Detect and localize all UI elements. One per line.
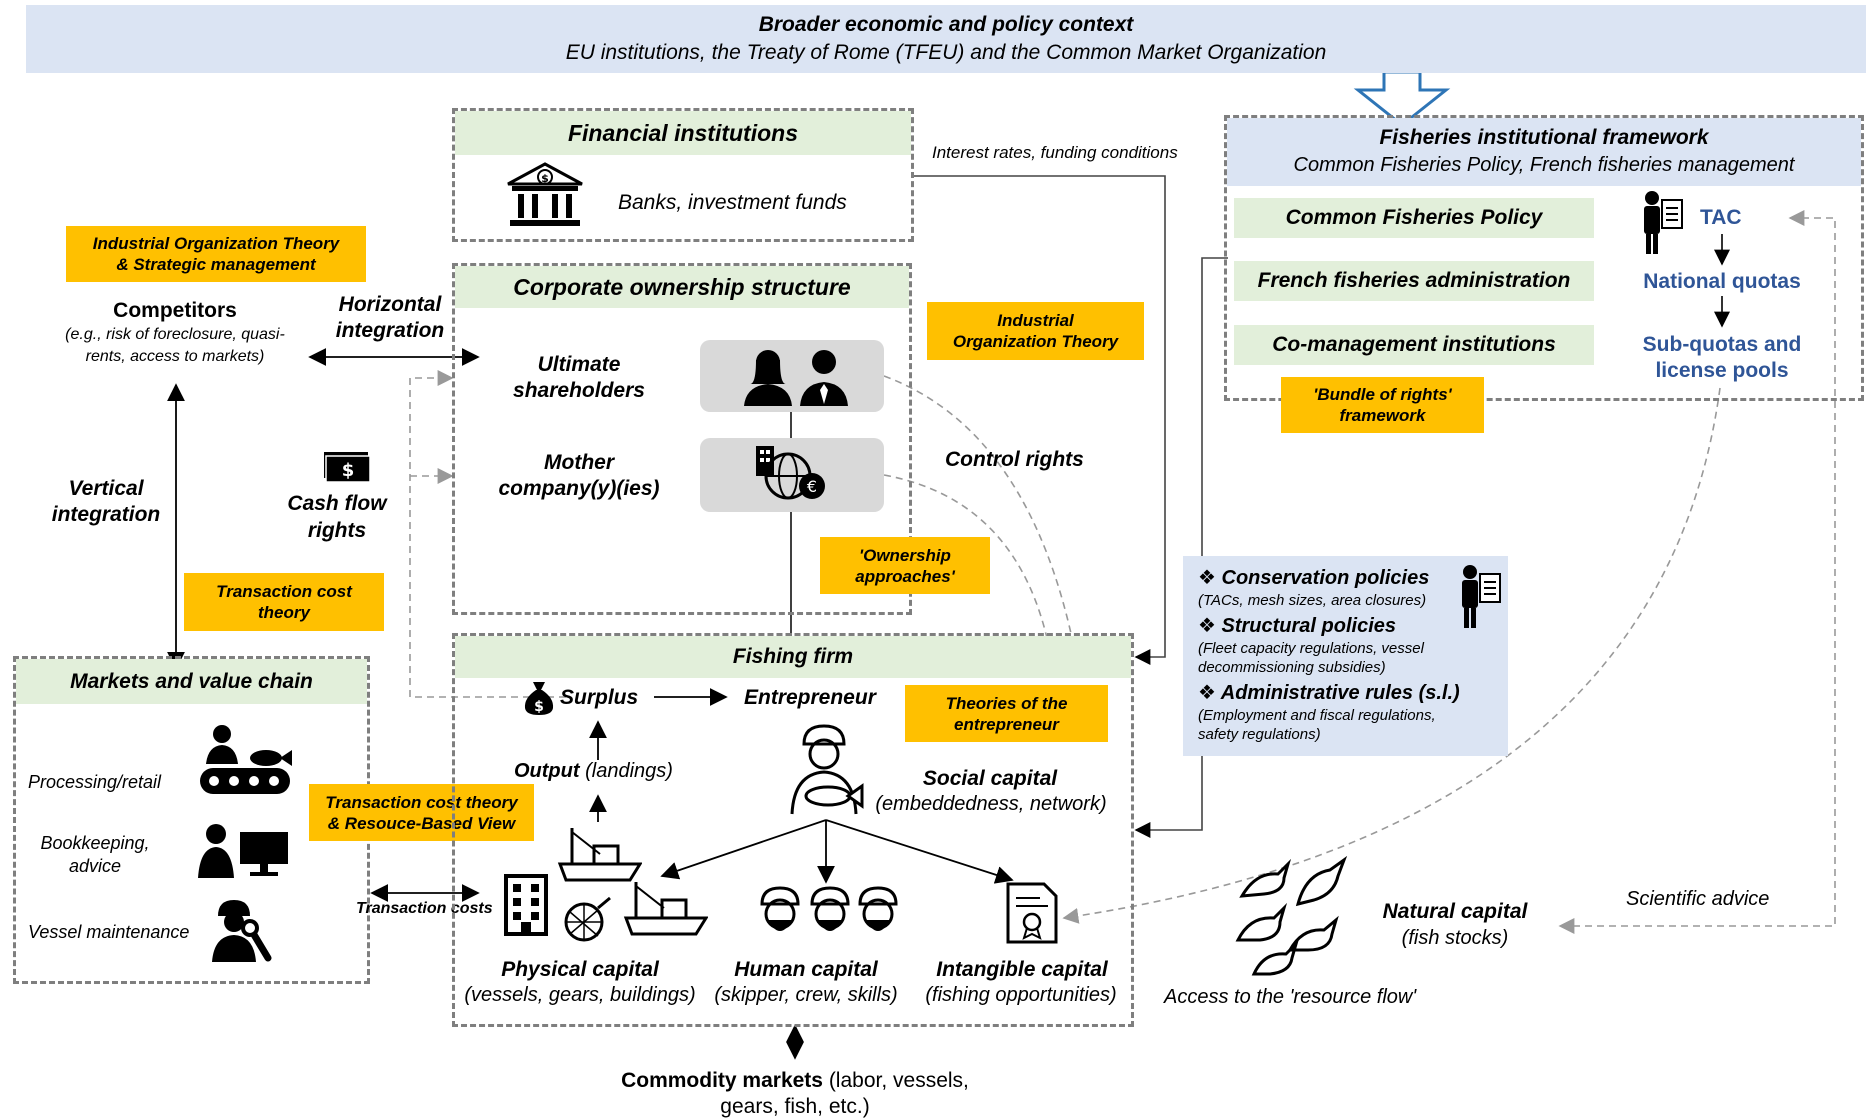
scientific-advice-dashed [1558, 210, 1836, 934]
tct-rbv-badge: Transaction cost theory& Resouce-Based V… [309, 784, 534, 841]
processing-icon [200, 725, 292, 794]
cash-icon: $ [324, 452, 371, 483]
bookkeeping-icon [198, 824, 288, 878]
control-rights-label: Control rights [945, 448, 1084, 471]
framework-item-cfp: Common Fisheries Policy [1234, 198, 1594, 238]
financial-title: Financial institutions [455, 111, 911, 155]
markets-title: Markets and value chain [16, 659, 367, 704]
conservation-policies: ❖ Conservation policies [1198, 567, 1430, 589]
financial-box [452, 108, 914, 242]
crew-icon [760, 886, 898, 931]
intangible-capital-desc: (fishing opportunities) [925, 984, 1117, 1006]
shareholders-icon [744, 350, 848, 406]
bookkeeping-label: Bookkeeping,advice [40, 833, 150, 876]
building-icon [504, 874, 548, 936]
fishing-net-icon [564, 896, 611, 942]
context-title: Broader economic and policy context [758, 13, 1134, 36]
financial-desc: Banks, investment funds [618, 191, 847, 214]
fishing-firm-box [452, 633, 1134, 1027]
maintenance-icon [212, 900, 272, 962]
access-resource-dashed [1062, 387, 1721, 924]
natural-capital-desc: (fish stocks) [1401, 927, 1509, 949]
conservation-desc: (TACs, mesh sizes, area closures) [1198, 592, 1427, 609]
cash-flow-dashed-1 [409, 370, 566, 698]
national-quotas-label: National quotas [1643, 270, 1801, 293]
framework-item-french-admin: French fisheries administration [1234, 261, 1594, 301]
shareholders-box [700, 340, 884, 412]
resource-flow-label: Access to the 'resource flow' [1164, 986, 1417, 1008]
fishing-firm-title: Fishing firm [455, 636, 1131, 678]
structural-policies: ❖ Structural policies [1198, 615, 1396, 637]
processing-label: Processing/retail [28, 772, 162, 792]
fisherman-icon [790, 724, 864, 815]
bundle-of-rights-badge: 'Bundle of rights'framework [1281, 377, 1484, 433]
svg-text:€: € [807, 477, 817, 496]
control-rights-dashed-1 [883, 375, 1080, 654]
surplus-label: Surplus [560, 686, 639, 709]
interest-rates-arrow [914, 175, 1166, 665]
administrative-rules: ❖ Administrative rules (s.l.) [1198, 682, 1460, 704]
natural-capital-label: Natural capital [1382, 900, 1528, 923]
entrepreneur-label: Entrepreneur [744, 686, 876, 709]
branch-intangible-arrow [825, 819, 1014, 884]
policies-box [1183, 556, 1508, 756]
policy-regulator-icon [1462, 565, 1501, 628]
svg-text:$: $ [534, 699, 544, 715]
tac-label: TAC [1700, 206, 1742, 229]
fish-stocks-icon [1235, 855, 1348, 976]
interest-rates-label: Interest rates, funding conditions [932, 143, 1178, 162]
ownership-box [452, 263, 912, 615]
physical-capital-desc: (vessels, gears, buildings) [464, 984, 696, 1006]
admin-desc: (Employment and fiscal regulations,safet… [1198, 707, 1436, 743]
maintenance-label: Vessel maintenance [28, 922, 190, 942]
money-bag-icon: $ [524, 682, 554, 715]
social-capital-label: Social capital [922, 767, 1058, 790]
intangible-capital-label: Intangible capital [936, 958, 1108, 981]
context-subtitle: EU institutions, the Treaty of Rome (TFE… [565, 41, 1327, 64]
context-band [26, 5, 1866, 73]
competitors-title: Competitors [113, 299, 237, 322]
ownership-title: Corporate ownership structure [455, 266, 909, 308]
human-capital-desc: (skipper, crew, skills) [714, 984, 898, 1006]
framework-to-firm-arrow [1134, 257, 1228, 838]
io-strategic-badge: Industrial Organization Theory& Strategi… [66, 226, 366, 282]
human-capital-label: Human capital [734, 958, 878, 981]
competitors-desc: (e.g., risk of foreclosure, quasi-rents,… [65, 326, 285, 365]
svg-text:$: $ [342, 460, 355, 481]
scientific-advice-label: Scientific advice [1626, 888, 1770, 910]
regulator-icon [1644, 191, 1683, 254]
framework-subtitle: Common Fisheries Policy, French fisherie… [1293, 154, 1795, 176]
globe-company-icon: € [756, 446, 825, 500]
certificate-icon [1006, 882, 1058, 944]
framework-title: Fisheries institutional framework [1379, 126, 1709, 149]
commodity-markets-label: Commodity markets (labor, vessels, gears… [621, 1069, 969, 1118]
framework-item-comanagement: Co-management institutions [1234, 325, 1594, 365]
control-rights-dashed-2 [883, 474, 1056, 654]
svg-text:$: $ [541, 172, 549, 185]
physical-capital-label: Physical capital [501, 958, 659, 981]
context-down-arrow [1353, 70, 1451, 127]
transaction-costs-label: Transaction costs [356, 900, 493, 917]
trawler-icon-2 [623, 882, 708, 936]
output-label: Output (landings) [514, 760, 673, 782]
social-capital-desc: (embeddedness, network) [875, 793, 1107, 815]
framework-box [1224, 115, 1864, 401]
framework-header [1227, 118, 1861, 186]
branch-physical-arrow [660, 819, 827, 880]
bank-icon: $ [507, 162, 583, 226]
trawler-icon-1 [557, 828, 642, 882]
